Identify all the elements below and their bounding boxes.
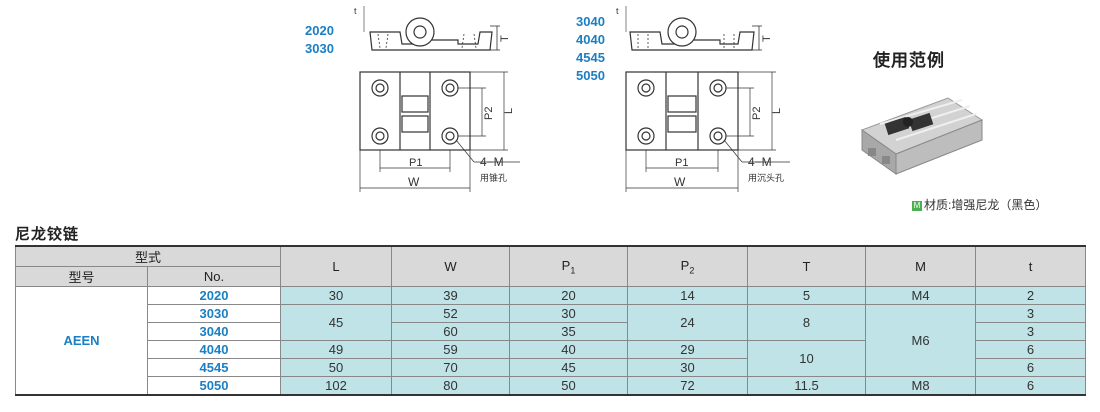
cell-t: 6 xyxy=(975,376,1087,396)
cell-W: 52 xyxy=(391,304,511,323)
cell-M: M4 xyxy=(865,286,977,305)
header-t: t xyxy=(975,245,1087,287)
header-no: No. xyxy=(146,266,282,287)
table-row: AEEN 2020 30 39 20 14 5 M4 2 xyxy=(15,286,1087,396)
cell-L: 50 xyxy=(280,358,393,377)
cell-W: 60 xyxy=(391,322,511,341)
header-T: T xyxy=(747,245,867,287)
no-cell: 3030 xyxy=(146,304,282,323)
hole-label: 4−M xyxy=(480,155,504,169)
header-M: M xyxy=(865,245,977,287)
dim-t-label: t xyxy=(354,6,357,16)
dim-L-label: L xyxy=(771,108,783,114)
size-label: 4545 xyxy=(576,50,605,65)
cell-L: 102 xyxy=(280,376,393,396)
cell-P2: 29 xyxy=(627,340,749,359)
table-row: 4545 50 70 45 30 6 xyxy=(16,358,1087,377)
knuckle-outer xyxy=(667,17,697,47)
hinge-drawing-1: t T P2 L P1 W 4−M 用锥孔 xyxy=(354,6,520,192)
table-title: 尼龙铰链 xyxy=(15,226,80,243)
cell-P1: 50 xyxy=(509,376,629,396)
header-type: 型号 xyxy=(15,266,148,287)
size-label: 2020 xyxy=(305,23,334,38)
header-L: L xyxy=(280,245,393,287)
cell-L: 30 xyxy=(280,286,393,305)
top-view-plate xyxy=(359,71,471,151)
cell-P2: 72 xyxy=(627,376,749,396)
spec-table: 型式 L W P1 P2 T M t 型号 No. AEEN 2020 30 3… xyxy=(14,245,1087,396)
size-label: 3040 xyxy=(576,14,605,29)
size-label: 3030 xyxy=(305,41,334,56)
cell-L: 45 xyxy=(280,304,393,341)
cell-P1: 30 xyxy=(509,304,629,323)
drawing2-size-list: 3040 4040 4545 5050 xyxy=(576,13,605,85)
table-row: 3030 45 52 30 24 8 M6 3 xyxy=(16,304,1087,377)
knuckle-inner xyxy=(675,25,689,39)
material-text: 材质:增强尼龙（黑色） xyxy=(924,198,1048,212)
size-label: 4040 xyxy=(576,32,605,47)
usage-example-title: 使用范例 xyxy=(873,51,945,70)
header-group: 型式 xyxy=(14,245,282,267)
cell-P1: 40 xyxy=(509,340,629,359)
cell-T: 5 xyxy=(747,286,867,305)
cell-W: 59 xyxy=(391,340,511,359)
cell-P1: 45 xyxy=(509,358,629,377)
cell-W: 80 xyxy=(391,376,511,396)
dim-W-label: W xyxy=(674,175,686,189)
knuckle-inner xyxy=(413,25,427,39)
table-row: 5050 102 80 50 72 11.5 M8 6 xyxy=(16,376,1087,396)
header-P1: P1 xyxy=(509,245,629,287)
cell-t: 3 xyxy=(975,304,1087,323)
cell-P1: 35 xyxy=(509,322,629,341)
dim-T-label: T xyxy=(761,35,773,42)
no-cell: 5050 xyxy=(146,376,282,396)
no-cell: 2020 xyxy=(146,286,282,305)
cell-M: M8 xyxy=(865,376,977,396)
dim-P2-label: P2 xyxy=(483,107,495,120)
size-label: 5050 xyxy=(576,68,605,83)
cell-T: 11.5 xyxy=(747,376,867,396)
cell-P2: 30 xyxy=(627,358,749,377)
hole-note: 用锥孔 xyxy=(480,172,507,183)
cell-T: 10 xyxy=(747,340,867,377)
table-row: 4040 49 59 40 29 10 6 xyxy=(16,340,1087,377)
dim-T-label: T xyxy=(499,35,511,42)
no-cell: 3040 xyxy=(146,322,282,341)
no-cell: 4545 xyxy=(146,358,282,377)
cell-W: 70 xyxy=(391,358,511,377)
dim-W-label: W xyxy=(408,175,420,189)
table-row: 3040 60 35 3 xyxy=(16,322,1087,341)
dim-L-label: L xyxy=(503,108,515,114)
no-cell: 4040 xyxy=(146,340,282,359)
drawing1-size-list: 2020 3030 xyxy=(305,22,334,58)
cell-P2: 14 xyxy=(627,286,749,305)
header-W: W xyxy=(391,245,511,287)
cell-W: 39 xyxy=(391,286,511,305)
dim-P2-label: P2 xyxy=(751,107,763,120)
hole-label: 4−M xyxy=(748,155,772,169)
cell-P1: 20 xyxy=(509,286,629,305)
cell-T: 8 xyxy=(747,304,867,341)
cell-t: 6 xyxy=(975,340,1087,359)
cell-t: 3 xyxy=(975,322,1087,341)
usage-example-image xyxy=(860,97,984,175)
cell-L: 49 xyxy=(280,340,393,359)
top-view-plate xyxy=(625,71,739,151)
dim-P1-label: P1 xyxy=(675,157,688,169)
dim-P1-label: P1 xyxy=(409,157,422,169)
header-P2: P2 xyxy=(627,245,749,287)
dim-t-label: t xyxy=(616,6,619,16)
knuckle-outer xyxy=(405,17,435,47)
cell-M: M6 xyxy=(865,304,977,377)
cell-P2: 24 xyxy=(627,304,749,341)
cell-t: 6 xyxy=(975,358,1087,377)
cell-t: 2 xyxy=(975,286,1087,305)
type-cell: AEEN xyxy=(15,286,148,396)
material-icon: M xyxy=(912,201,922,211)
hinge-drawing-2: t T P2 L P1 W 4−M 用沉头孔 xyxy=(616,6,790,192)
hole-note: 用沉头孔 xyxy=(748,173,784,183)
